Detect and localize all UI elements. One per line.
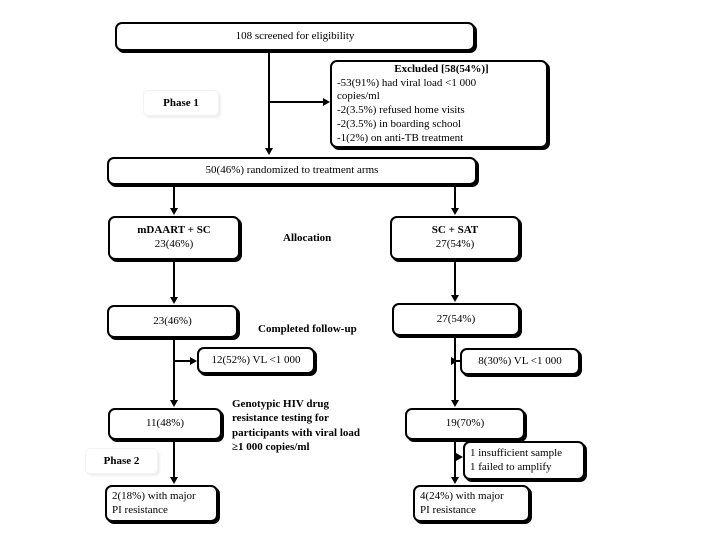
node-tested-left: 11(48%) bbox=[108, 408, 222, 440]
phase-label-phase-2: Phase 2 bbox=[85, 448, 158, 474]
arrowhead-followup-left bbox=[170, 297, 178, 304]
node-excluded-line-5: -1(2%) on anti-TB treatment bbox=[337, 131, 464, 144]
node-resistance-right-line-2: PI resistance bbox=[420, 503, 476, 516]
node-vl-left-line-1: 12(52%) VL <1 000 bbox=[211, 353, 301, 366]
arrowhead-vl-left bbox=[190, 357, 197, 365]
stage-label-completed-follow-up-text: Completed follow-up bbox=[258, 323, 357, 335]
arrowhead-followup-right bbox=[451, 295, 459, 302]
node-excluded-line-3: -2(3.5%) refused home visits bbox=[337, 104, 465, 116]
node-followup-left-line-1: 23(46%) bbox=[153, 314, 192, 327]
node-arm-right: SC + SAT 27(54%) bbox=[390, 216, 520, 260]
stage-label-allocation: Allocation bbox=[283, 231, 331, 245]
node-resistance-right-line-1: 4(24%) with major bbox=[420, 489, 504, 502]
node-arm-right-line-2: 27(54%) bbox=[435, 238, 475, 250]
arrowhead-vl-right bbox=[451, 357, 458, 365]
connector-tested-right-to-resistance-right bbox=[454, 440, 456, 478]
stage-label-genotypic-testing: Genotypic HIV drug resistance testing fo… bbox=[232, 397, 442, 454]
phase-label-text-2: Phase 2 bbox=[103, 455, 140, 467]
node-screened-line-1: 108 screened for eligibility bbox=[235, 29, 355, 42]
node-resistance-left: 2(18%) with major PI resistance bbox=[105, 485, 218, 522]
node-excluded: Excluded [58(54%)] -53(91%) had viral lo… bbox=[330, 60, 548, 148]
node-arm-left-line-2: 23(46%) bbox=[154, 238, 194, 250]
node-vl-right: 8(30%) VL <1 000 bbox=[460, 348, 580, 375]
arrowhead-arm-left bbox=[170, 208, 178, 215]
node-excluded-line-1: -53(91%) had viral load <1 000 bbox=[337, 76, 477, 89]
connector-arm-right-to-followup-right bbox=[454, 260, 456, 296]
connector-screened-to-randomized bbox=[268, 51, 270, 149]
node-failed-right: 1 insufficient sample 1 failed to amplif… bbox=[463, 441, 585, 480]
node-excluded-line-2: copies/ml bbox=[337, 90, 380, 103]
node-failed-right-line-2: 1 failed to amplify bbox=[470, 460, 552, 473]
node-resistance-right: 4(24%) with major PI resistance bbox=[413, 485, 530, 522]
node-resistance-left-line-1: 2(18%) with major bbox=[112, 489, 196, 502]
node-randomized-line-1: 50(46%) randomized to treatment arms bbox=[205, 164, 379, 177]
node-excluded-heading: Excluded [58(54%)] bbox=[394, 62, 489, 75]
node-arm-left: mDAART + SC 23(46%) bbox=[108, 216, 240, 260]
node-arm-left-line-1: mDAART + SC bbox=[137, 224, 211, 237]
node-followup-right: 27(54%) bbox=[392, 303, 520, 336]
node-followup-right-line-1: 27(54%) bbox=[436, 312, 476, 325]
node-vl-left: 12(52%) VL <1 000 bbox=[197, 347, 315, 374]
connector-followup-left-to-tested-left bbox=[173, 338, 175, 401]
node-failed-right-line-1: 1 insufficient sample bbox=[470, 446, 563, 459]
connector-tested-left-to-resistance-left bbox=[173, 440, 175, 478]
phase-label-text: Phase 1 bbox=[163, 97, 199, 109]
arrowhead-arm-right bbox=[451, 208, 459, 215]
connector-arm-left-to-followup-left bbox=[173, 260, 175, 298]
connector-randomized-to-arm-right bbox=[454, 185, 456, 209]
node-randomized: 50(46%) randomized to treatment arms bbox=[107, 157, 477, 185]
node-screened: 108 screened for eligibility bbox=[115, 22, 475, 51]
arrowhead-screened-to-randomized bbox=[265, 148, 273, 155]
stage-label-genotypic-line-2: resistance testing for bbox=[232, 412, 329, 425]
stage-label-allocation-text: Allocation bbox=[283, 232, 332, 244]
node-vl-right-line-1: 8(30%) VL <1 000 bbox=[478, 354, 562, 367]
connector-tested-right-to-failed bbox=[454, 456, 457, 458]
arrowhead-resistance-right bbox=[451, 477, 459, 484]
node-followup-left: 23(46%) bbox=[107, 305, 238, 338]
node-arm-right-line-1: SC + SAT bbox=[431, 224, 479, 237]
arrowhead-tested-right bbox=[451, 400, 459, 407]
arrowhead-tested-left bbox=[170, 400, 178, 407]
phase-label-phase-1: Phase 1 bbox=[143, 90, 219, 116]
connector-screened-to-excluded bbox=[268, 101, 324, 103]
connector-randomized-to-arm-left bbox=[173, 185, 175, 209]
node-excluded-line-4: -2(3.5%) in boarding school bbox=[337, 117, 462, 130]
arrowhead-screened-to-excluded bbox=[323, 98, 330, 106]
node-resistance-left-line-2: PI resistance bbox=[112, 503, 168, 516]
stage-label-genotypic-line-4: ≥1 000 copies/ml bbox=[232, 440, 310, 453]
connector-followup-right-to-tested-right bbox=[454, 336, 456, 401]
stage-label-genotypic-line-1: Genotypic HIV drug bbox=[232, 398, 329, 410]
connector-followup-left-to-vl-left bbox=[173, 360, 191, 362]
node-tested-right: 19(70%) bbox=[405, 408, 525, 440]
arrowhead-failed-right bbox=[456, 453, 463, 461]
arrowhead-resistance-left bbox=[170, 477, 178, 484]
stage-label-completed-follow-up: Completed follow-up bbox=[258, 322, 357, 336]
node-tested-left-line-1: 11(48%) bbox=[145, 417, 185, 430]
node-tested-right-line-1: 19(70%) bbox=[445, 417, 485, 430]
stage-label-genotypic-line-3: participants with viral load bbox=[232, 426, 361, 439]
